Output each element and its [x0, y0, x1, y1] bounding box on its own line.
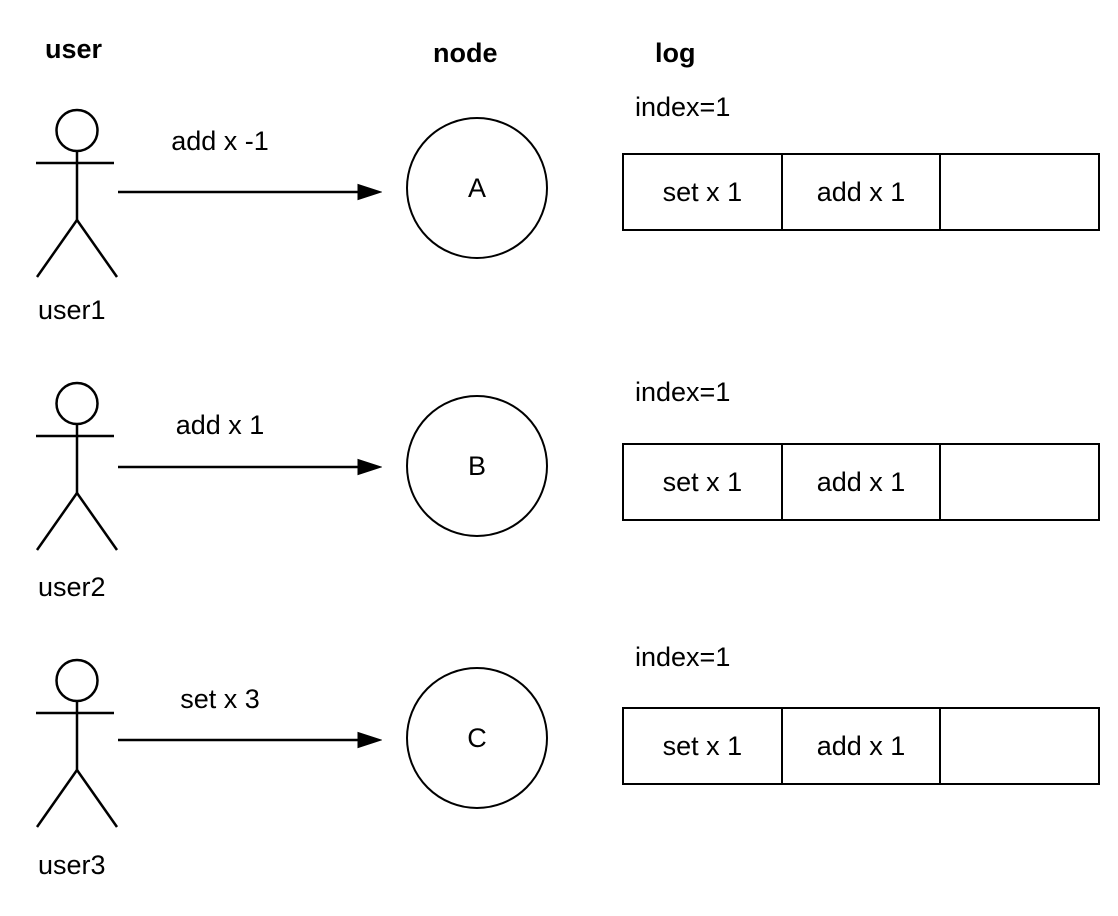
log-cell-empty	[939, 445, 1098, 519]
column-header-user: user	[45, 34, 103, 64]
log-cell-empty	[939, 155, 1098, 229]
node-label: B	[467, 450, 486, 481]
log-cell: add x 1	[780, 445, 940, 519]
command-label: add x 1	[175, 410, 265, 440]
user-actor-icon	[35, 381, 119, 551]
node-circle: A	[406, 117, 548, 259]
column-header-log: log	[655, 38, 696, 68]
user-name-label: user1	[38, 295, 106, 325]
command-label: add x -1	[171, 126, 269, 156]
log-table: set x 1 add x 1	[622, 707, 1100, 785]
node-circle: C	[406, 667, 548, 809]
log-table: set x 1 add x 1	[622, 153, 1100, 231]
log-index-label: index=1	[635, 642, 731, 672]
command-label: set x 3	[180, 684, 260, 714]
log-index-label: index=1	[635, 92, 731, 122]
log-table: set x 1 add x 1	[622, 443, 1100, 521]
user-name-label: user2	[38, 572, 106, 602]
user-actor-icon	[35, 108, 119, 278]
user-actor-icon	[35, 658, 119, 828]
log-cell: set x 1	[662, 176, 743, 207]
arrow-icon	[118, 458, 382, 476]
log-cell: set x 1	[662, 466, 743, 497]
log-cell: add x 1	[780, 709, 940, 783]
user-name-label: user3	[38, 850, 106, 880]
node-label: A	[467, 172, 486, 203]
arrow-icon	[118, 731, 382, 749]
log-cell: add x 1	[780, 155, 940, 229]
node-circle: B	[406, 395, 548, 537]
log-cell-empty	[939, 709, 1098, 783]
log-cell: set x 1	[662, 730, 743, 761]
log-index-label: index=1	[635, 377, 731, 407]
node-label: C	[467, 722, 487, 753]
arrow-icon	[118, 183, 382, 201]
column-header-node: node	[433, 38, 498, 68]
